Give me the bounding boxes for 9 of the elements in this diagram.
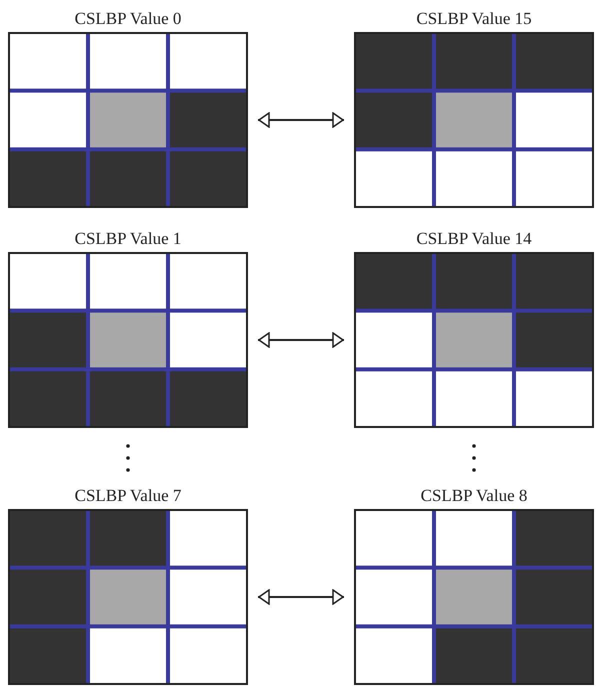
grid-title: CSLBP Value 1 (74, 228, 182, 250)
grid-title: CSLBP Value 15 (415, 8, 533, 30)
grid-title: CSLBP Value 8 (420, 485, 528, 507)
double-arrow (258, 112, 344, 128)
double-arrow (258, 589, 344, 605)
grid-title: CSLBP Value 7 (74, 485, 182, 507)
grid-title: CSLBP Value 0 (74, 8, 182, 30)
double-arrow (258, 332, 344, 348)
grid-title: CSLBP Value 14 (415, 228, 533, 250)
